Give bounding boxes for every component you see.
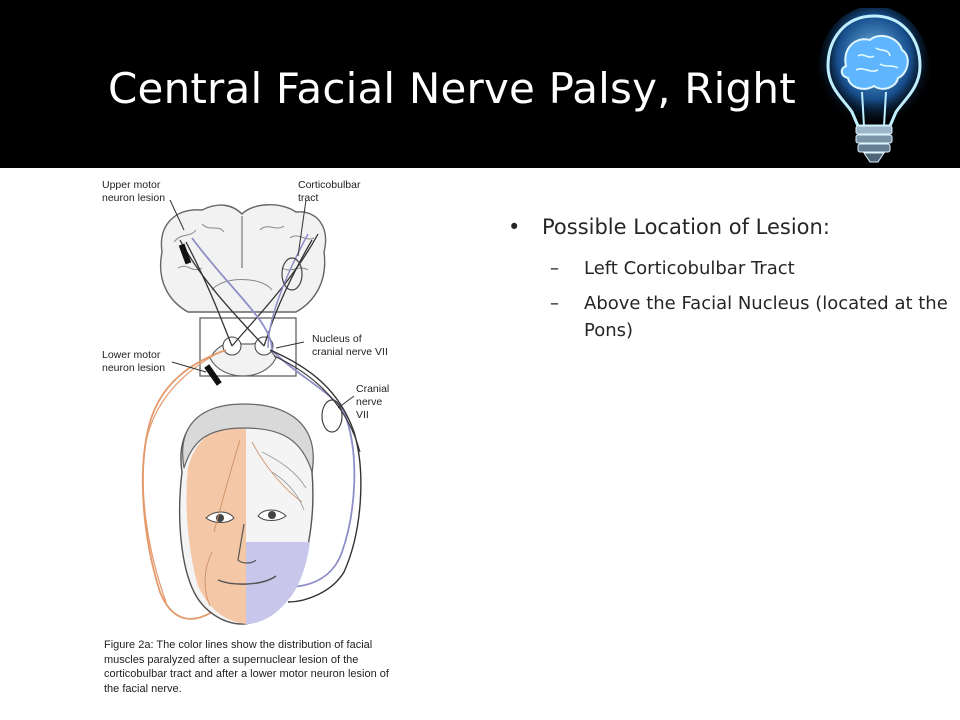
label-cb-1: Corticobulbar	[298, 179, 361, 191]
label-lmn-2: neuron lesion	[102, 362, 165, 374]
bullet-list: • Possible Location of Lesion: – Left Co…	[508, 212, 948, 344]
sub-bullet-2-text: Above the Facial Nucleus (located at the…	[584, 293, 948, 341]
label-umn-1: Upper motor	[102, 179, 161, 191]
facial-nerve-diagram: Upper motor neuron lesion Corticobulbar …	[102, 179, 389, 625]
label-cb-2: tract	[298, 192, 319, 204]
bullet-main-text: Possible Location of Lesion:	[542, 215, 830, 239]
bullet-main: • Possible Location of Lesion:	[508, 212, 948, 242]
figure-caption: Figure 2a: The color lines show the dist…	[104, 639, 389, 695]
sub-bullet-1-text: Left Corticobulbar Tract	[584, 258, 795, 279]
label-cn-1: Cranial	[356, 383, 389, 395]
lightbulb-brain-icon	[818, 8, 930, 163]
sub-bullet-2: – Above the Facial Nucleus (located at t…	[508, 290, 948, 344]
bullet-dot: •	[508, 215, 521, 239]
slide-title: Central Facial Nerve Palsy, Right	[108, 64, 796, 113]
label-nuc-1: Nucleus of	[312, 333, 362, 345]
sub-dash: –	[550, 258, 559, 279]
label-lmn-1: Lower motor	[102, 349, 161, 361]
label-cn-3: VII	[356, 409, 369, 421]
label-umn-2: neuron lesion	[102, 192, 165, 204]
title-bar	[0, 0, 960, 168]
label-nuc-2: cranial nerve VII	[312, 346, 388, 358]
sub-dash: –	[550, 293, 559, 314]
label-cn-2: nerve	[356, 396, 382, 408]
sub-bullet-1: – Left Corticobulbar Tract	[508, 255, 948, 282]
